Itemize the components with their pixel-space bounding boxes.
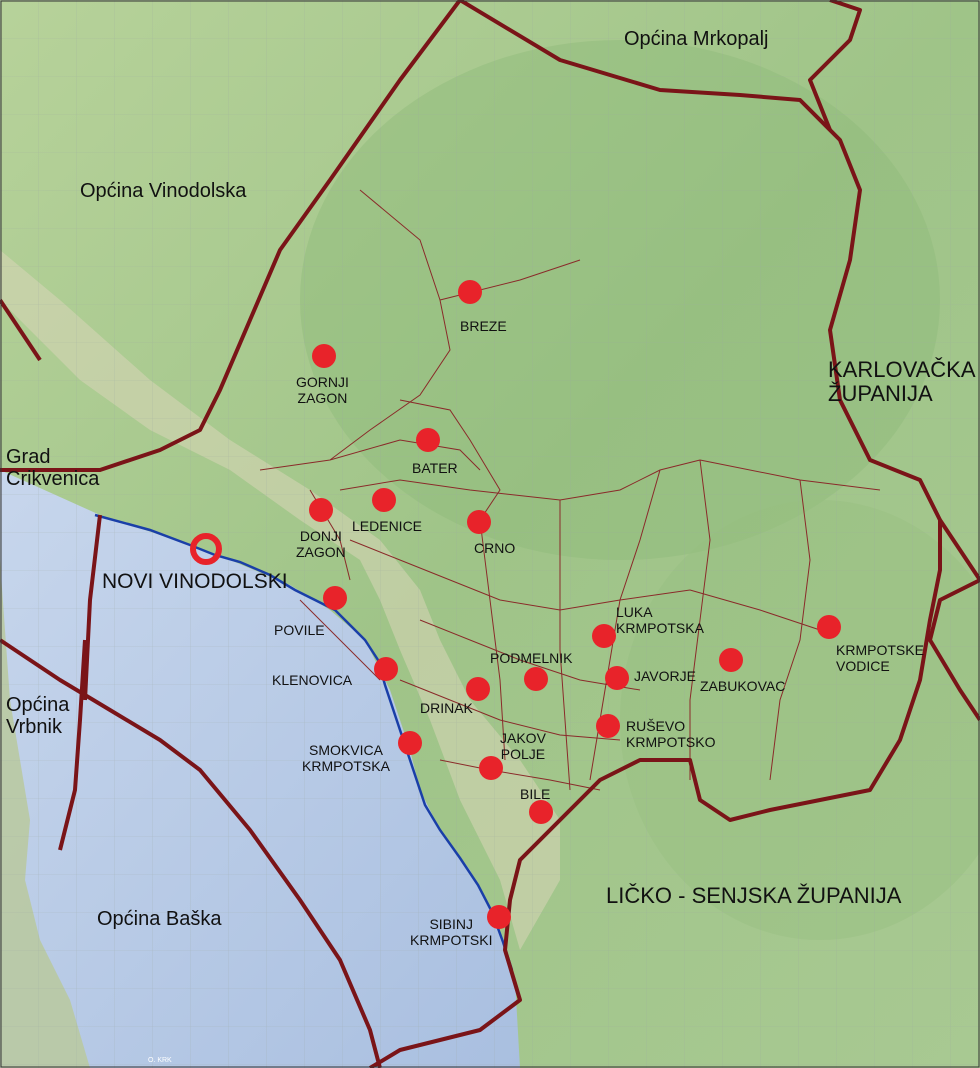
label-krmpotske-vodice: KRMPOTSKE VODICE xyxy=(836,642,924,674)
dot-sibinj-krmpotski[interactable] xyxy=(487,905,511,929)
dot-javorje[interactable] xyxy=(605,666,629,690)
region-label-karlovacka: KARLOVAČKA ŽUPANIJA xyxy=(828,357,976,406)
dot-ledenice[interactable] xyxy=(372,488,396,512)
dot-breze[interactable] xyxy=(458,280,482,304)
dot-povile[interactable] xyxy=(323,586,347,610)
region-label-crikvenica: Grad Crikvenica xyxy=(6,446,100,490)
settlement-dots xyxy=(309,280,841,929)
settlement-boundaries xyxy=(259,189,881,791)
dot-smokvica-krmpotska[interactable] xyxy=(398,731,422,755)
label-breze: BREZE xyxy=(460,318,507,334)
dot-zabukovac[interactable] xyxy=(719,648,743,672)
coastline xyxy=(94,513,514,971)
label-klenovica: KLENOVICA xyxy=(272,672,353,688)
dot-luka-krmpotska[interactable] xyxy=(592,624,616,648)
dot-jakov-polje[interactable] xyxy=(479,756,503,780)
label-gornji-zagon: GORNJI ZAGON xyxy=(296,374,349,406)
label-povile: POVILE xyxy=(274,622,325,638)
dot-krmpotske-vodice[interactable] xyxy=(817,615,841,639)
dot-crno[interactable] xyxy=(467,510,491,534)
dot-podmelnik[interactable] xyxy=(524,667,548,691)
label-sibinj-krmpotski: SIBINJ KRMPOTSKI xyxy=(410,916,493,948)
label-jakov-polje: JAKOV POLJE xyxy=(500,730,546,762)
label-crno: CRNO xyxy=(474,540,516,556)
region-label-licko-senjska: LIČKO - SENJSKA ŽUPANIJA xyxy=(606,883,902,908)
label-donji-zagon: DONJI ZAGON xyxy=(296,528,346,560)
region-label-vrbnik: Općina Vrbnik xyxy=(6,694,70,738)
label-bater: BATER xyxy=(412,460,458,476)
label-ledenice: LEDENICE xyxy=(352,518,423,534)
dot-bater[interactable] xyxy=(416,428,440,452)
seat-marker[interactable] xyxy=(190,533,222,565)
dot-rusevo-krmpotsko[interactable] xyxy=(596,714,620,738)
label-smokvica-krmpotska: SMOKVICA KRMPOTSKA xyxy=(302,742,390,774)
region-label-baska: Općina Baška xyxy=(97,908,222,930)
label-luka-krmpotska: LUKA KRMPOTSKA xyxy=(616,604,704,636)
label-podmelnik: PODMELNIK xyxy=(490,650,573,666)
label-bile: BILE xyxy=(520,786,551,802)
label-javorje: JAVORJE xyxy=(634,668,696,684)
dot-donji-zagon[interactable] xyxy=(309,498,333,522)
seat-label: NOVI VINODOLSKI xyxy=(102,570,288,593)
label-zabukovac: ZABUKOVAC xyxy=(700,678,786,694)
region-label-mrkopalj: Općina Mrkopalj xyxy=(624,28,769,50)
dot-bile[interactable] xyxy=(529,800,553,824)
label-rusevo-krmpotsko: RUŠEVO KRMPOTSKO xyxy=(626,718,716,750)
region-label-krk: O. KRK xyxy=(148,1057,172,1064)
label-drinak: DRINAK xyxy=(420,700,473,716)
dot-drinak[interactable] xyxy=(466,677,490,701)
dot-klenovica[interactable] xyxy=(374,657,398,681)
dot-gornji-zagon[interactable] xyxy=(312,344,336,368)
region-label-vinodolska: Općina Vinodolska xyxy=(80,180,247,202)
